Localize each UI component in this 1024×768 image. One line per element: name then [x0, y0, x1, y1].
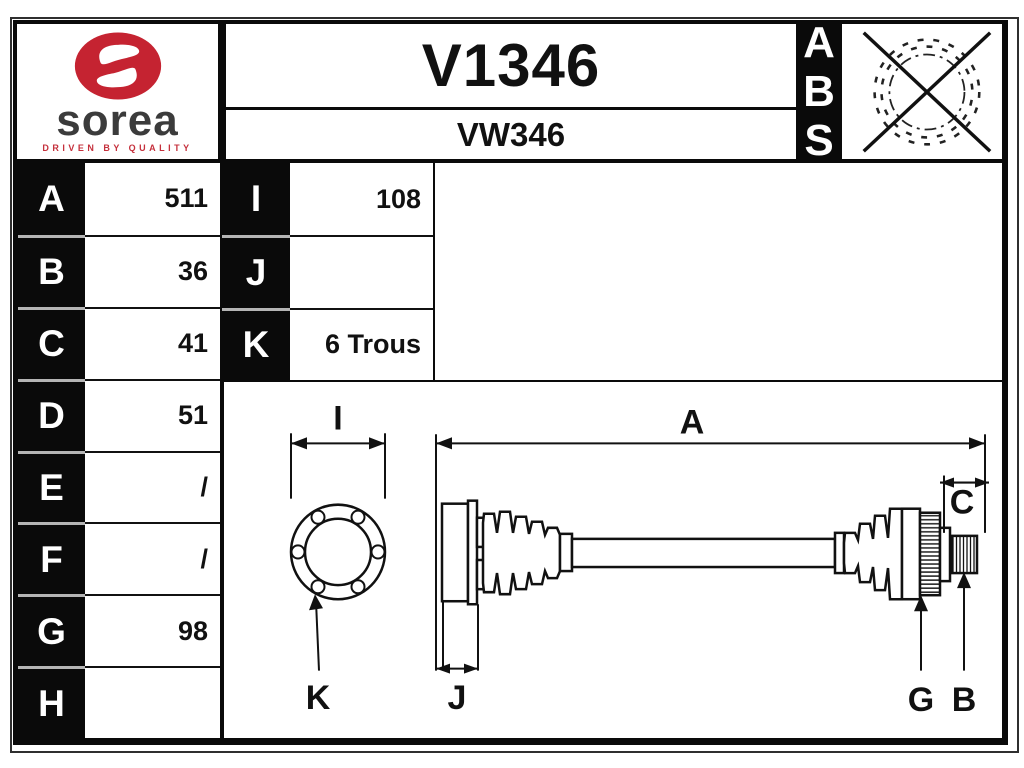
row-value: / [85, 522, 220, 595]
row-label: B [18, 234, 85, 307]
oem-reference: VW346 [456, 115, 566, 153]
abs-letter-s: S [804, 115, 834, 165]
part-reference: V1346 [226, 24, 796, 110]
abs-icon-box [838, 20, 1008, 163]
shaft [570, 537, 837, 569]
driveshaft-drawing: I A C K J G B [289, 399, 989, 719]
row-value: / [85, 450, 220, 523]
row-value: 511 [85, 163, 220, 235]
dim-label-b: B [952, 681, 977, 719]
inner-boot [481, 510, 562, 596]
outer-frame [10, 17, 1019, 753]
reference-title-box: V1346 VW346 [222, 20, 800, 163]
dim-label-c: C [950, 484, 975, 522]
outer-boot [842, 507, 904, 601]
row-label: J [222, 235, 290, 308]
row-label: F [18, 522, 85, 595]
row-value: 51 [85, 378, 220, 451]
row-value: 108 [290, 163, 433, 236]
technical-drawing-area: I A C K J G B [222, 382, 1008, 745]
row-label: H [18, 666, 85, 738]
row-label: G [18, 594, 85, 667]
row-label: A [18, 163, 85, 235]
sorea-logo-icon [74, 32, 161, 100]
row-value: 41 [85, 306, 220, 379]
abs-letter-a: A [803, 18, 835, 67]
row-label: E [18, 450, 85, 523]
joint-housing [900, 507, 922, 601]
table-row: H [18, 666, 220, 738]
row-value: 36 [85, 234, 220, 307]
dim-label-j: J [448, 679, 467, 717]
brand-tagline: DRIVEN BY QUALITY [42, 143, 193, 154]
abs-letter-b: B [803, 66, 835, 116]
row-label: D [18, 378, 85, 451]
row-value: 98 [85, 594, 220, 667]
dim-label-g: G [908, 681, 934, 719]
row-label: C [18, 306, 85, 379]
abs-tone-ring [918, 511, 942, 597]
dim-label-a: A [680, 403, 705, 441]
notes-empty-box [435, 163, 1008, 382]
table-row: F/ [18, 522, 220, 595]
dim-label-k: K [306, 679, 331, 717]
flange-inner-circle [303, 517, 373, 587]
table-row: E/ [18, 450, 220, 523]
dim-label-i: I [333, 399, 342, 437]
abs-ring-crossed-icon [862, 31, 992, 153]
row-value: 6 Trous [290, 307, 433, 380]
dimension-arrowheads [291, 437, 989, 674]
table-row: J [222, 235, 433, 308]
row-value [85, 666, 220, 738]
spline-stub [950, 534, 979, 575]
brand-name: sorea [56, 95, 179, 145]
abs-letter-strip: A B S [800, 20, 838, 163]
brand-logo-box: sorea DRIVEN BY QUALITY [13, 20, 222, 163]
row-value [290, 235, 433, 308]
row-label: K [222, 307, 290, 380]
row-label: I [222, 163, 290, 236]
